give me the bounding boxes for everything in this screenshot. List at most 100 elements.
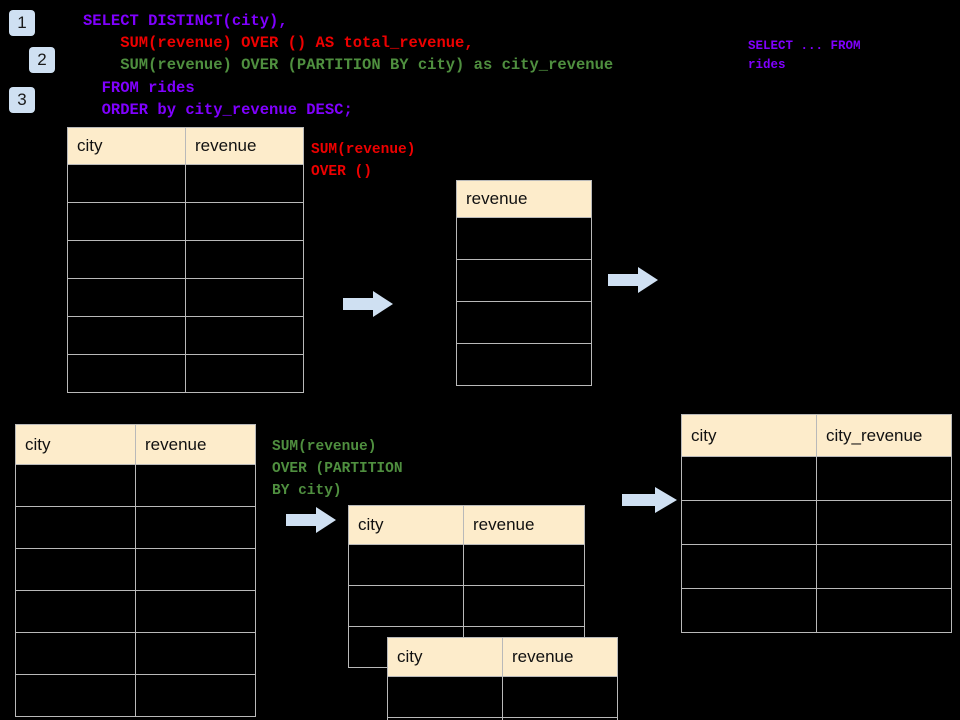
cell-city-revenue [816, 456, 952, 501]
table-row [15, 506, 256, 549]
table-row [67, 316, 304, 355]
sql-line-total-revenue: SUM(revenue) OVER () AS total_revenue, [83, 34, 474, 52]
table-header-row: revenue [456, 180, 592, 218]
column-header-city-revenue: city_revenue [816, 414, 952, 457]
column-header-city: city [15, 424, 136, 465]
table-final-result: city city_revenue [681, 414, 952, 633]
cell-city [67, 240, 186, 279]
cell-city [681, 500, 817, 545]
annotation-sum-over-partition: SUM(revenue) OVER (PARTITION BY city) [272, 439, 403, 499]
cell-city [681, 456, 817, 501]
cell-revenue [456, 301, 592, 344]
cell-revenue [185, 316, 304, 355]
table-row [348, 585, 585, 627]
table-row [15, 632, 256, 675]
sql-line-city-revenue: SUM(revenue) OVER (PARTITION BY city) as… [83, 56, 614, 74]
table-row [67, 278, 304, 317]
table-row [681, 456, 952, 501]
cell-city [67, 354, 186, 393]
sql-line-select-distinct: SELECT DISTINCT(city), [83, 12, 288, 30]
cell-revenue [185, 354, 304, 393]
column-header-city: city [681, 414, 817, 457]
table-header-row: city revenue [67, 127, 304, 165]
cell-revenue [185, 240, 304, 279]
table-total-revenue-result: revenue [456, 180, 592, 386]
table-row [67, 164, 304, 203]
step-badge-1: 1 [9, 10, 35, 36]
cell-revenue [135, 674, 256, 717]
side-note-select-from-rides: SELECT ... FROM rides [748, 39, 861, 72]
cell-city [67, 202, 186, 241]
cell-city-revenue [816, 544, 952, 589]
cell-revenue [185, 202, 304, 241]
table-partition-group-b: city revenue [387, 637, 618, 720]
table-rides-source-top: city revenue [67, 127, 304, 393]
cell-city [15, 464, 136, 507]
table-row [681, 500, 952, 545]
table-row [456, 301, 592, 344]
table-row [456, 343, 592, 386]
table-row [15, 674, 256, 717]
column-header-revenue: revenue [463, 505, 585, 545]
column-header-revenue: revenue [185, 127, 304, 165]
sql-line-order-by: ORDER by city_revenue DESC; [83, 101, 353, 119]
table-rides-source-bottom: city revenue [15, 424, 256, 717]
cell-revenue [463, 544, 585, 586]
arrow-partition-to-final [622, 485, 677, 520]
arrow-total-to-final [608, 265, 658, 300]
column-header-city: city [348, 505, 464, 545]
cell-city-revenue [816, 500, 952, 545]
cell-city-revenue [816, 588, 952, 633]
table-row [387, 676, 618, 718]
cell-city [15, 632, 136, 675]
table-row [15, 548, 256, 591]
cell-revenue [185, 164, 304, 203]
step-badge-2: 2 [29, 47, 55, 73]
cell-revenue [502, 676, 618, 718]
column-header-city: city [67, 127, 186, 165]
cell-city [681, 544, 817, 589]
cell-city [67, 278, 186, 317]
sql-line-from: FROM rides [83, 79, 195, 97]
table-row [67, 202, 304, 241]
cell-revenue [463, 585, 585, 627]
column-header-revenue: revenue [456, 180, 592, 218]
table-row [456, 259, 592, 302]
cell-revenue [135, 548, 256, 591]
cell-revenue [135, 632, 256, 675]
cell-revenue [456, 343, 592, 386]
column-header-revenue: revenue [502, 637, 618, 677]
cell-revenue [135, 506, 256, 549]
table-row [15, 590, 256, 633]
table-header-row: city revenue [348, 505, 585, 545]
cell-revenue [185, 278, 304, 317]
column-header-revenue: revenue [135, 424, 256, 465]
cell-revenue [502, 717, 618, 720]
arrow-source-to-total [343, 289, 393, 324]
cell-city [387, 676, 503, 718]
cell-city [15, 674, 136, 717]
cell-city [15, 548, 136, 591]
cell-city [348, 544, 464, 586]
cell-city [15, 506, 136, 549]
column-header-city: city [387, 637, 503, 677]
cell-city [15, 590, 136, 633]
table-header-row: city revenue [15, 424, 256, 465]
table-row [67, 354, 304, 393]
cell-revenue [135, 590, 256, 633]
table-row [387, 717, 618, 720]
table-row [67, 240, 304, 279]
table-header-row: city city_revenue [681, 414, 952, 457]
table-header-row: city revenue [387, 637, 618, 677]
cell-revenue [456, 217, 592, 260]
table-row [681, 544, 952, 589]
cell-city [67, 164, 186, 203]
cell-city [681, 588, 817, 633]
table-row [15, 464, 256, 507]
table-row [348, 544, 585, 586]
table-row [681, 588, 952, 633]
annotation-sum-over-empty: SUM(revenue) OVER () [311, 142, 416, 180]
cell-city [67, 316, 186, 355]
table-row [456, 217, 592, 260]
